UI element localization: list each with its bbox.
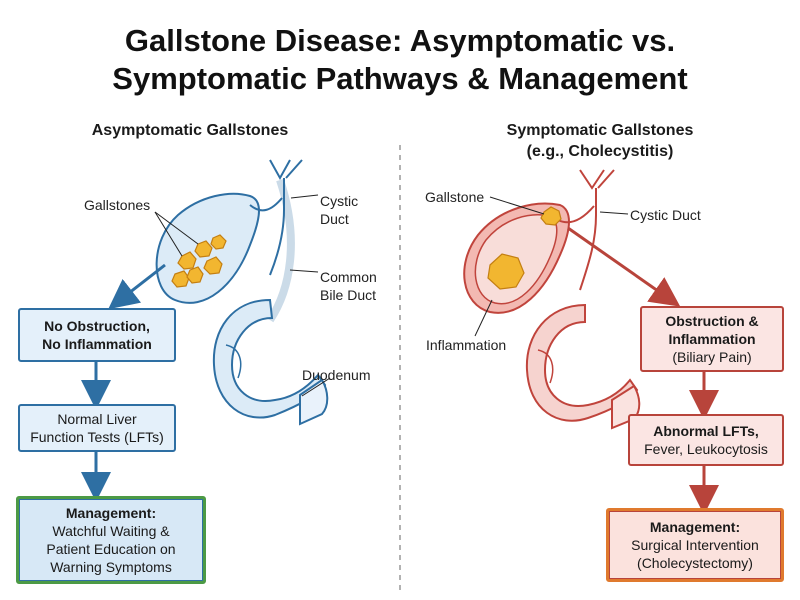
- no-obstruction-line-2: No Inflammation: [42, 336, 152, 352]
- label-cystic-line-1: Cystic: [320, 193, 359, 209]
- left-anatomy: [155, 159, 329, 426]
- no-obstruction-box: No Obstruction, No Inflammation: [18, 308, 176, 362]
- gallstone: [171, 270, 190, 288]
- left-duodenum-tube: [299, 378, 329, 426]
- left-management-line-1: Watchful Waiting &: [52, 523, 170, 539]
- gallstone: [203, 256, 223, 275]
- right-management-box: Management: Surgical Intervention (Chole…: [606, 508, 784, 582]
- right-gallstones: [487, 206, 562, 290]
- label-common-bile-duct: Common Bile Duct: [320, 268, 377, 304]
- label-gallstone: Gallstone: [425, 189, 485, 205]
- obstruction-line-2: Inflammation: [668, 331, 756, 347]
- normal-lft-box: Normal Liver Function Tests (LFTs): [18, 404, 176, 452]
- label-cystic-line-2: Duct: [320, 211, 349, 227]
- abnormal-lft-line-1: Abnormal LFTs,: [653, 423, 759, 439]
- left-hepatic-duct: [269, 159, 303, 276]
- label-inflammation: Inflammation: [426, 337, 507, 353]
- impacted-gallstone: [540, 206, 562, 226]
- left-management-line-3: Warning Symptoms: [50, 559, 172, 575]
- label-cbd-line-2: Bile Duct: [320, 287, 377, 303]
- left-management-heading: Management:: [65, 505, 157, 521]
- gallstone: [186, 266, 204, 284]
- obstruction-box: Obstruction & Inflammation (Biliary Pain…: [640, 306, 784, 372]
- obstruction-line-1: Obstruction &: [665, 313, 759, 329]
- right-heading-line-2: (e.g., Cholecystitis): [526, 143, 674, 160]
- left-common-bile-duct: [266, 178, 295, 323]
- right-management-heading: Management:: [649, 519, 741, 535]
- right-cystic-duct: [557, 205, 595, 224]
- right-panel-heading: Symptomatic Gallstones (e.g., Cholecysti…: [470, 120, 730, 162]
- abnormal-lft-box: Abnormal LFTs, Fever, Leukocytosis: [628, 414, 784, 466]
- left-management-line-2: Patient Education on: [46, 541, 176, 557]
- obstruction-line-3: (Biliary Pain): [672, 349, 752, 365]
- no-obstruction-line-1: No Obstruction,: [44, 318, 150, 334]
- normal-lft-line-1: Normal Liver: [57, 411, 137, 427]
- title-line-2: Symptomatic Pathways & Management: [112, 61, 688, 96]
- normal-lft-line-2: Function Tests (LFTs): [30, 429, 164, 445]
- label-cystic-duct-right: Cystic Duct: [630, 207, 701, 223]
- left-cystic-duct: [249, 197, 283, 212]
- gallstone: [194, 240, 213, 258]
- large-gallstone: [487, 253, 525, 290]
- abnormal-lft-line-2: Fever, Leukocytosis: [644, 441, 768, 457]
- label-cystic-duct-left: Cystic Duct: [320, 192, 358, 228]
- label-duodenum: Duodenum: [302, 367, 371, 383]
- diagram-title: Gallstone Disease: Asymptomatic vs. Symp…: [0, 22, 800, 98]
- label-cbd-line-1: Common: [320, 269, 377, 285]
- right-management-line-2: (Cholecystectomy): [637, 555, 753, 571]
- left-gallstones: [171, 234, 227, 288]
- gallstone: [210, 234, 227, 250]
- right-heading-line-1: Symptomatic Gallstones: [506, 122, 694, 139]
- left-management-box: Management: Watchful Waiting & Patient E…: [16, 496, 206, 584]
- right-management-line-1: Surgical Intervention: [631, 537, 759, 553]
- gallstone: [177, 251, 197, 270]
- title-line-1: Gallstone Disease: Asymptomatic vs.: [124, 23, 676, 58]
- label-gallstones: Gallstones: [84, 197, 151, 213]
- right-hepatic-duct: [579, 169, 615, 291]
- left-panel-heading: Asymptomatic Gallstones: [91, 122, 289, 139]
